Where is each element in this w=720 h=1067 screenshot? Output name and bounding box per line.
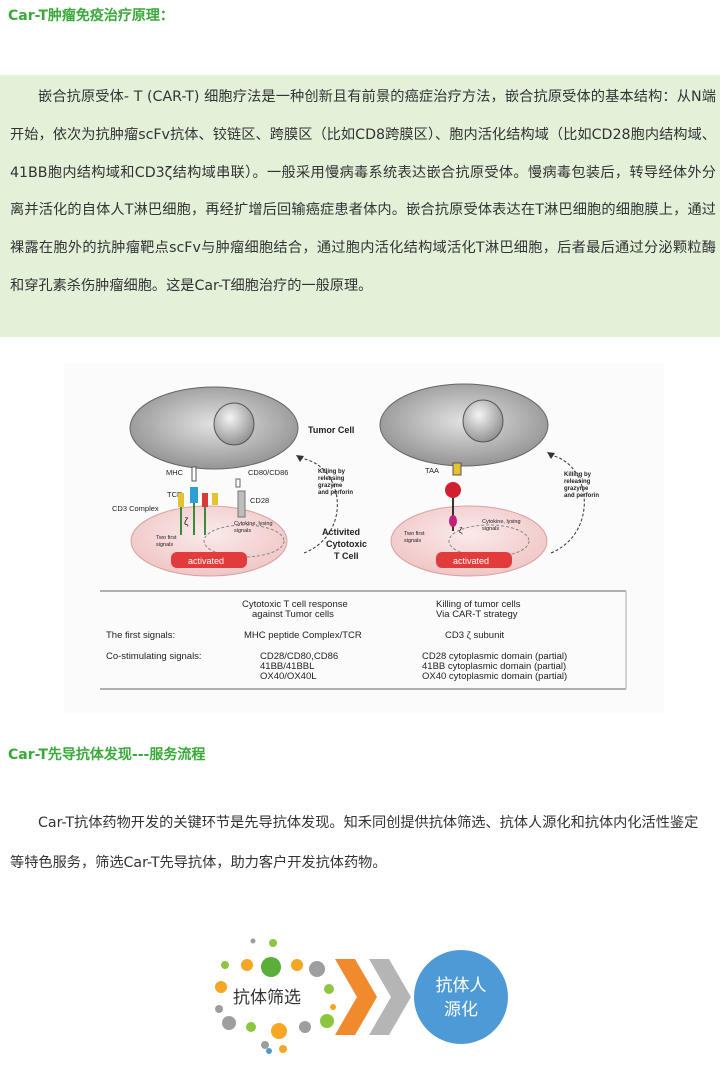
flow-step2-label: 抗体人源化: [436, 976, 487, 1020]
cd3-block-3: [212, 493, 218, 505]
zeta-label-left: ζ: [184, 517, 189, 528]
section-heading-service: Car-T先导抗体发现---服务流程: [8, 747, 206, 763]
table-row1-col2: CD3 ζ subunit: [445, 630, 504, 641]
cd3-complex-label: CD3 Complex: [112, 504, 159, 513]
cd80-label: CD80/CD86: [248, 468, 288, 477]
tcell-left: [130, 505, 288, 577]
mhc-molecule: [191, 466, 197, 482]
intro-highlight-box: 嵌合抗原受体- T (CAR-T) 细胞疗法是一种创新且有前景的癌症治疗方法，嵌…: [0, 75, 720, 337]
killing-arrowhead-right: [547, 452, 555, 459]
intro-paragraph: 嵌合抗原受体- T (CAR-T) 细胞疗法是一种创新且有前景的癌症治疗方法，嵌…: [10, 89, 716, 294]
scfv-domain: [445, 482, 461, 498]
activated-banner-right: [436, 552, 512, 568]
activated-label-right: activated: [453, 556, 489, 566]
cart-mechanism-figure: Tumor Cell activated activated MHC TCR C…: [64, 363, 664, 713]
table-row2-label: Co-stimulating signals:: [106, 651, 202, 662]
activated-banner-left: [171, 552, 247, 568]
tcr-receptor: [190, 487, 198, 503]
killing-arrowhead-left: [296, 455, 304, 462]
cd28-molecule: [237, 490, 246, 518]
tcr-label: TCR: [167, 490, 183, 499]
table-row1-col1: MHC peptide Complex/TCR: [244, 630, 362, 641]
flow-step2-circle: [414, 950, 508, 1044]
cd3-block-2: [202, 493, 208, 507]
service-paragraph: Car-T抗体药物开发的关键环节是先导抗体发现。知禾同创提供抗体筛选、抗体人源化…: [10, 815, 699, 871]
table-row1-label: The first signals:: [106, 630, 175, 641]
cd3-block-1: [178, 493, 184, 507]
chevron-right-gray-icon: [369, 959, 411, 1035]
tumor-nucleus-right: [462, 399, 504, 443]
tumor-cell-label: Tumor Cell: [308, 425, 354, 435]
chevron-right-orange-icon: [335, 959, 377, 1035]
dots-ring-icon: [215, 938, 336, 1054]
killing-arrow-left: [298, 457, 338, 554]
cd80-molecule: [235, 478, 241, 488]
activated-label-left: activated: [188, 556, 224, 566]
service-flow-diagram: 抗体筛选 抗体人源化: [205, 935, 525, 1060]
zeta-label-right: ζ: [459, 526, 463, 535]
taa-antigen: [452, 462, 462, 476]
car-signal-domain: [449, 515, 457, 527]
taa-label: TAA: [425, 466, 439, 475]
flow-step1-label: 抗体筛选: [233, 988, 301, 1008]
section-heading-principle: Car-T肿瘤免疫治疗原理：: [8, 8, 174, 24]
mhc-label: MHC: [166, 468, 184, 477]
table-row2-col2: CD28 cytoplasmic domain (partial)41BB cy…: [422, 651, 567, 682]
tumor-nucleus-left: [213, 402, 255, 446]
cd28-label: CD28: [250, 496, 269, 505]
killing-arrow-right: [549, 454, 585, 554]
